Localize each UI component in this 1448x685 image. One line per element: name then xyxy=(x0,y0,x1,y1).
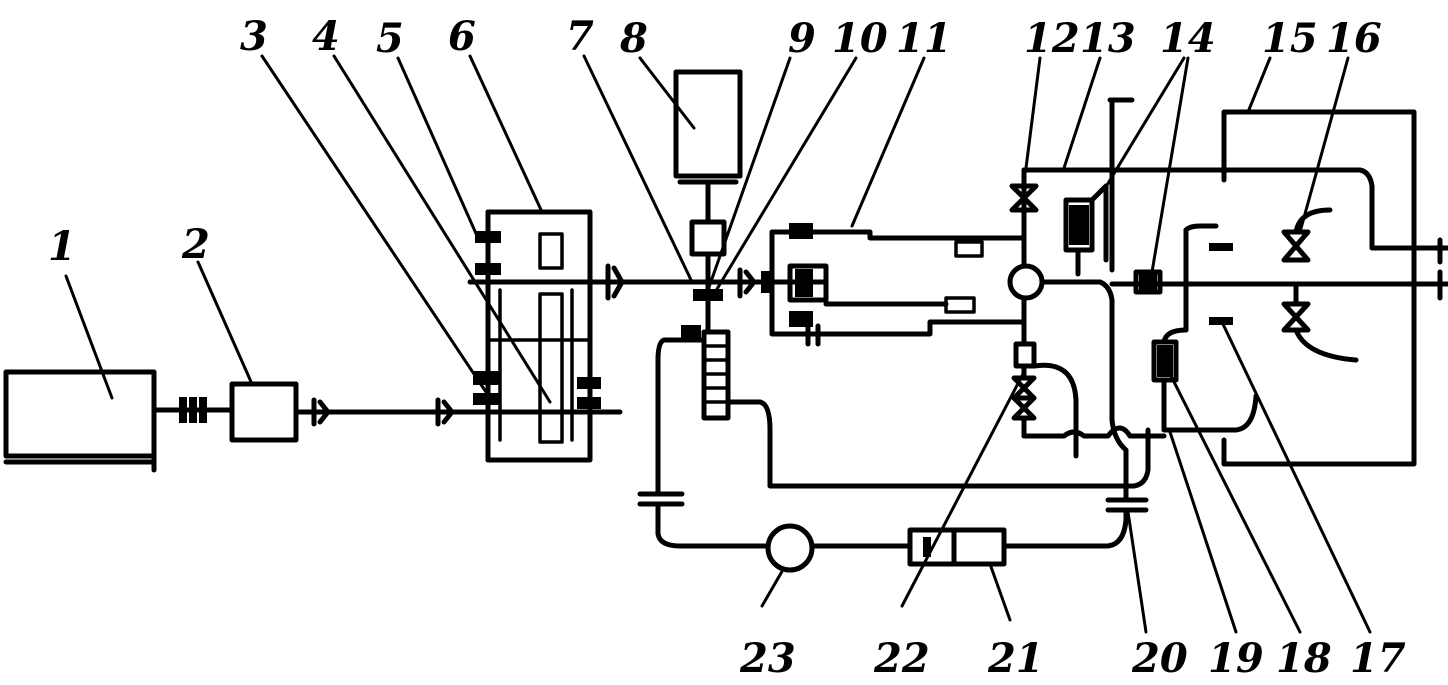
label-14: 14 xyxy=(1160,15,1216,62)
label-17: 17 xyxy=(1350,635,1406,682)
label-19: 19 xyxy=(1208,635,1264,682)
heater-coil xyxy=(701,329,731,421)
label-9: 9 xyxy=(788,15,816,62)
label-10: 10 xyxy=(832,15,888,62)
central-column xyxy=(1007,167,1111,439)
label-11: 11 xyxy=(896,15,952,62)
label-23: 23 xyxy=(739,635,796,682)
component-15-tank xyxy=(1183,109,1448,467)
label-15: 15 xyxy=(1262,15,1318,62)
component-13-14 xyxy=(1063,97,1189,423)
component-18 xyxy=(1151,327,1259,433)
shaft-2-gearbox xyxy=(293,397,483,427)
component-1-block xyxy=(3,369,157,473)
label-22: 22 xyxy=(873,635,930,682)
leader-lines xyxy=(64,54,1372,634)
coupling-1-2 xyxy=(151,397,235,423)
return-line-top xyxy=(1105,167,1448,251)
label-7: 7 xyxy=(566,13,594,60)
label-16: 16 xyxy=(1326,15,1382,62)
label-8: 8 xyxy=(619,15,648,62)
component-2-block xyxy=(229,381,299,443)
component-11-loop xyxy=(769,223,1025,347)
label-1: 1 xyxy=(48,223,76,270)
lower-return-lines xyxy=(725,362,1167,503)
number-labels: 1 2 3 4 5 6 7 8 9 10 11 12 13 14 15 16 2… xyxy=(48,13,1406,682)
label-20: 20 xyxy=(1131,635,1188,682)
gearbox xyxy=(467,209,625,463)
label-21: 21 xyxy=(987,635,1044,682)
label-13: 13 xyxy=(1080,15,1136,62)
label-5: 5 xyxy=(376,15,404,62)
label-12: 12 xyxy=(1024,15,1080,62)
label-6: 6 xyxy=(448,13,476,60)
label-18: 18 xyxy=(1276,635,1332,682)
label-2: 2 xyxy=(181,221,210,268)
label-4: 4 xyxy=(312,13,340,60)
bottom-loop xyxy=(637,325,1149,573)
label-3: 3 xyxy=(240,13,268,60)
